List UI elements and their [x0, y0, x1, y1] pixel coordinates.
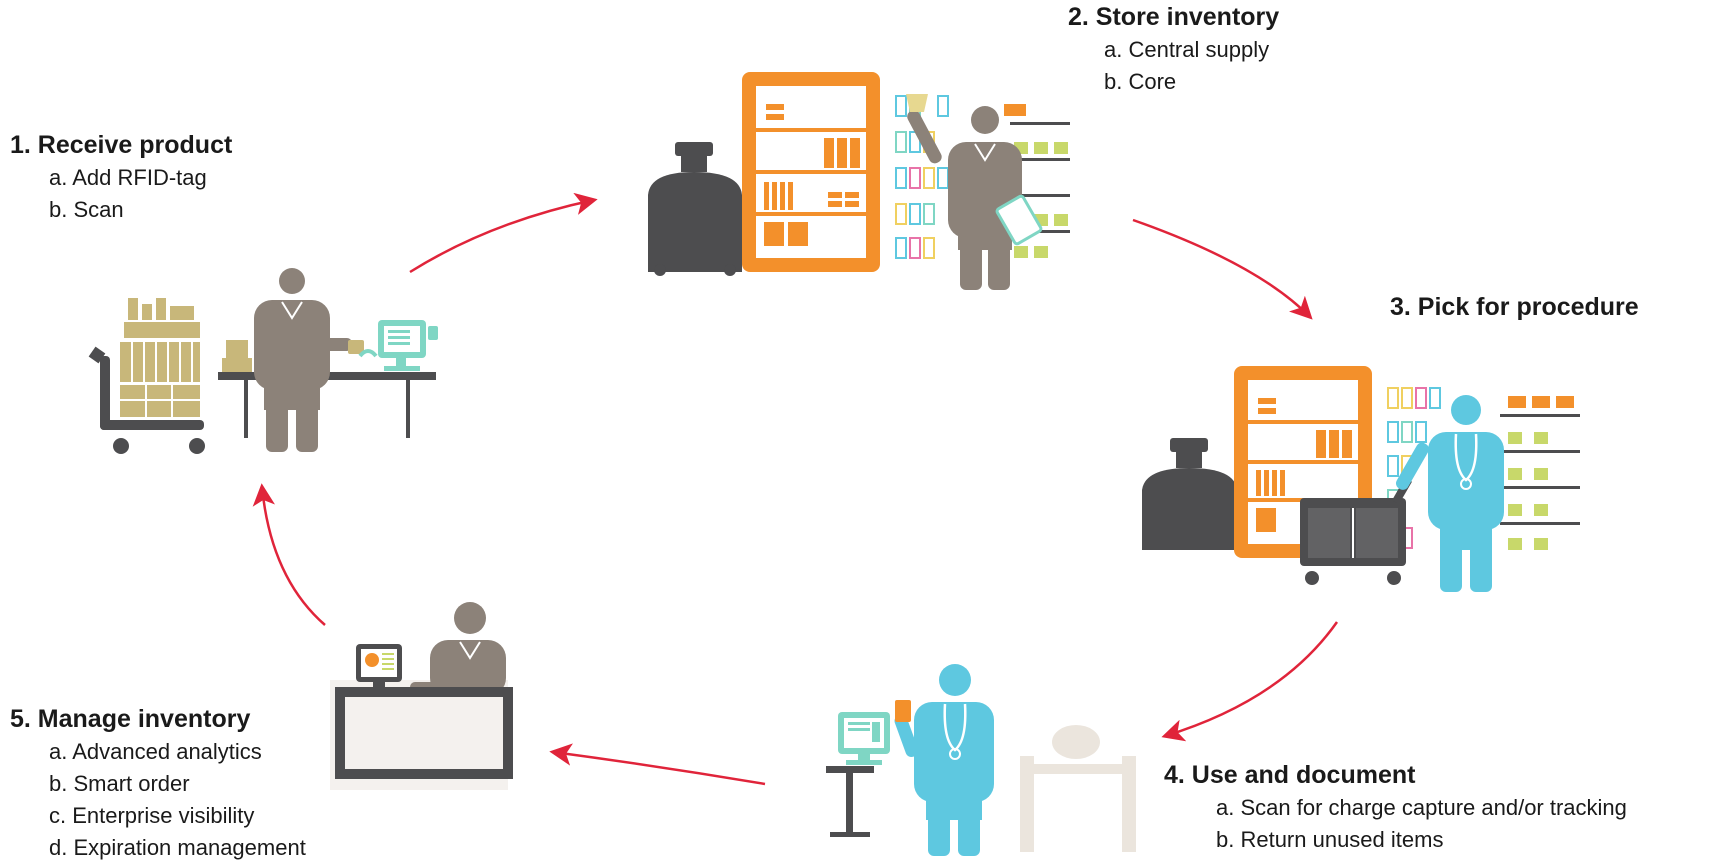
step-2-title: 2. Store inventory — [1068, 3, 1280, 31]
step-4-list: a. Scan for charge capture and/or tracki… — [1164, 792, 1627, 856]
cycle-arrows — [252, 192, 1339, 786]
arrow-4-to-5 — [549, 743, 766, 786]
arrow-3-to-4 — [1161, 621, 1339, 742]
arrow-1-to-2 — [409, 192, 598, 274]
step-3-title: 3. Pick for procedure — [1390, 293, 1639, 321]
step-1-list: a. Add RFID-tag b. Scan — [10, 162, 232, 226]
step-5-title: 5. Manage inventory — [10, 705, 251, 733]
step-1-receive-product: 1. Receive product a. Add RFID-tag b. Sc… — [10, 130, 232, 226]
inventory-manager-icon — [330, 602, 513, 790]
step-5-manage-inventory: 5. Manage inventory a. Advanced analytic… — [10, 704, 306, 864]
clinician-picking-icon — [1142, 366, 1580, 592]
step-2-item-b: b. Core — [1104, 69, 1177, 94]
step-5-item-b: b. Smart order — [49, 771, 190, 796]
step-1-title: 1. Receive product — [10, 131, 233, 159]
supply-storage-icon — [648, 72, 1070, 290]
step-4-item-b: b. Return unused items — [1216, 827, 1444, 852]
arrow-2-to-3 — [1132, 218, 1313, 320]
step-3-pick-for-procedure: 3. Pick for procedure — [1390, 292, 1639, 322]
step-2-list: a. Central supply b. Core — [1068, 34, 1279, 98]
step-1-item-a: a. Add RFID-tag — [49, 165, 207, 190]
step-2-item-a: a. Central supply — [1104, 37, 1270, 62]
step-2-store-inventory: 2. Store inventory a. Central supply b. … — [1068, 2, 1279, 98]
arrow-5-to-1 — [252, 483, 326, 626]
step-5-item-d: d. Expiration management — [49, 835, 306, 860]
step-4-use-and-document: 4. Use and document a. Scan for charge c… — [1164, 760, 1627, 856]
step-5-list: a. Advanced analytics b. Smart order c. … — [10, 736, 306, 864]
receiving-station-icon — [88, 268, 438, 454]
clinician-scanning-icon — [826, 664, 1136, 856]
step-5-item-a: a. Advanced analytics — [49, 739, 262, 764]
step-5-item-c: c. Enterprise visibility — [49, 803, 255, 828]
step-4-item-a: a. Scan for charge capture and/or tracki… — [1216, 795, 1627, 820]
step-4-title: 4. Use and document — [1164, 761, 1416, 789]
step-1-item-b: b. Scan — [49, 197, 124, 222]
